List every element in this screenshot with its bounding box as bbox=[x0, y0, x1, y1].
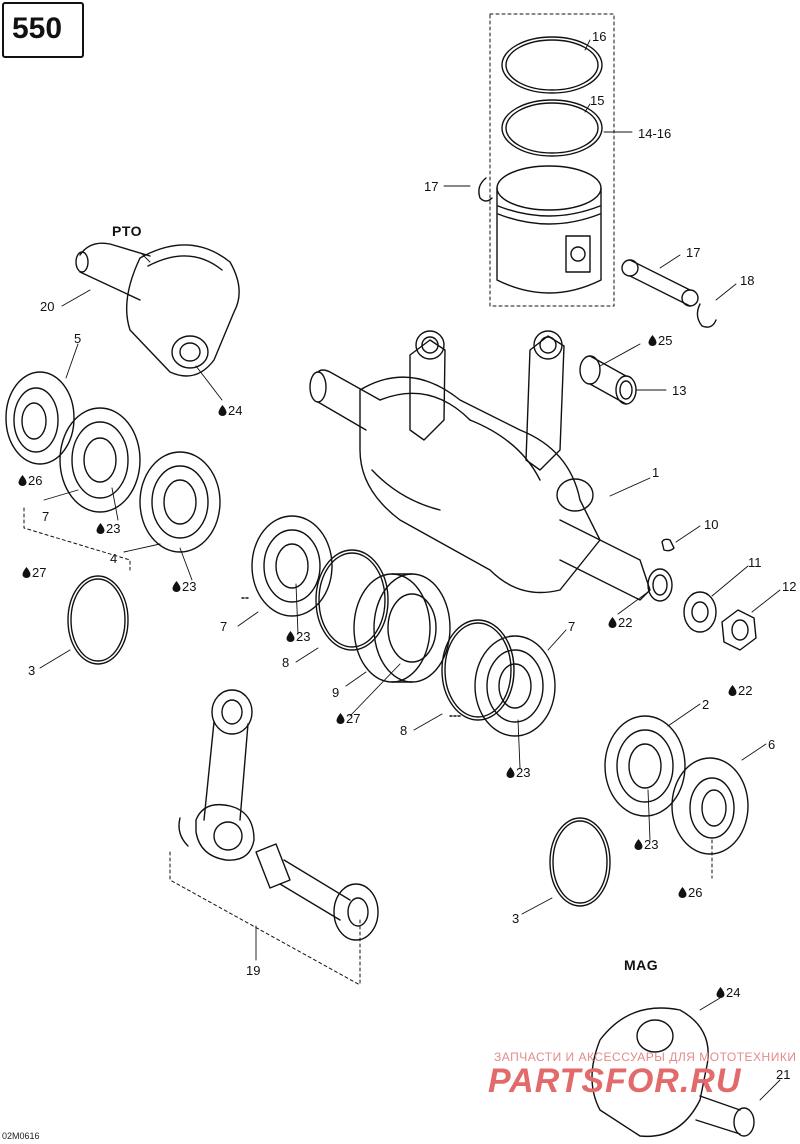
needle-bearing-13 bbox=[579, 355, 637, 405]
callout-27-mid: 27 bbox=[336, 712, 360, 725]
oil-seal-5 bbox=[5, 371, 75, 465]
callout-6: 6 bbox=[768, 737, 776, 752]
oil-seal-6 bbox=[671, 757, 749, 855]
callout-13: 13 bbox=[672, 383, 687, 398]
center-bearing-9 bbox=[353, 573, 451, 683]
callout-17-pin: 17 bbox=[686, 245, 701, 260]
callout-8-b: 8 bbox=[400, 723, 408, 738]
o-ring-3-left bbox=[67, 575, 129, 665]
oil-drop-icon bbox=[678, 887, 687, 898]
piston bbox=[496, 165, 602, 294]
callout-2: 2 bbox=[702, 697, 710, 712]
oil-drop-icon bbox=[648, 335, 657, 346]
callout-11: 11 bbox=[748, 555, 762, 570]
washer-11 bbox=[683, 591, 717, 633]
oil-drop-icon bbox=[96, 523, 105, 534]
callout-12: 12 bbox=[782, 579, 797, 594]
callout-19: 19 bbox=[246, 963, 261, 978]
oil-drop-icon bbox=[336, 713, 345, 724]
callout-16: 16 bbox=[592, 29, 607, 44]
callout-26-right: 26 bbox=[678, 886, 702, 899]
crankshaft-assembly bbox=[309, 330, 673, 602]
piston-pin bbox=[621, 259, 699, 307]
callout-24-bottom: 24 bbox=[716, 986, 740, 999]
ring-8-a bbox=[315, 549, 389, 651]
callout-27-left: 27 bbox=[22, 566, 46, 579]
piston-ring-15 bbox=[501, 99, 603, 157]
callout-21: 21 bbox=[776, 1067, 791, 1082]
callout-1: 1 bbox=[652, 465, 660, 480]
model-number: 550 bbox=[12, 12, 63, 45]
callout-7-mid: 7 bbox=[220, 619, 228, 634]
callout-22-b: 22 bbox=[728, 684, 752, 697]
pto-crank-half bbox=[75, 242, 240, 377]
connecting-rod-kit-19 bbox=[169, 689, 379, 986]
bearing-4 bbox=[139, 451, 221, 553]
o-ring-3-right bbox=[549, 817, 611, 907]
callout-20: 20 bbox=[40, 299, 55, 314]
circlip-17 bbox=[478, 177, 493, 202]
callout-26-left: 26 bbox=[18, 474, 42, 487]
callout-9: 9 bbox=[332, 685, 340, 700]
piston-ring-16 bbox=[501, 36, 603, 94]
callout-17-circlip: 17 bbox=[424, 179, 439, 194]
callout-24-top: 24 bbox=[218, 404, 242, 417]
circlip-18 bbox=[696, 303, 717, 328]
oil-drop-icon bbox=[506, 767, 515, 778]
oil-drop-icon bbox=[218, 405, 227, 416]
oil-drop-icon bbox=[716, 987, 725, 998]
mag-label: MAG bbox=[624, 957, 659, 973]
bearing-7-left bbox=[59, 407, 141, 513]
bearing-7-right bbox=[474, 635, 556, 737]
callout-23-b: 23 bbox=[172, 580, 196, 593]
callout-5: 5 bbox=[74, 331, 82, 346]
key-10 bbox=[661, 538, 675, 552]
ring-8-b bbox=[441, 619, 515, 721]
callout-4: 4 bbox=[110, 551, 118, 566]
callout-23-d: 23 bbox=[506, 766, 530, 779]
callout-3-right: 3 bbox=[512, 911, 520, 926]
oil-drop-icon bbox=[18, 475, 27, 486]
mag-crank-half bbox=[591, 1007, 755, 1138]
callout-7-right: 7 bbox=[568, 619, 576, 634]
oil-drop-icon bbox=[286, 631, 295, 642]
callout-23-c: 23 bbox=[286, 630, 310, 643]
oil-drop-icon bbox=[608, 617, 617, 628]
oil-drop-icon bbox=[728, 685, 737, 696]
callout-25: 25 bbox=[648, 334, 672, 347]
callout-7-left: 7 bbox=[42, 509, 50, 524]
callout-14-16: 14-16 bbox=[638, 126, 672, 141]
callout-23-e: 23 bbox=[634, 838, 658, 851]
callout-8-a: 8 bbox=[282, 655, 290, 670]
model-number-box: 550 bbox=[2, 2, 84, 58]
watermark-tagline: ЗАПЧАСТИ И АКСЕССУАРЫ ДЛЯ МОТОТЕХНИКИ bbox=[494, 1050, 797, 1064]
bracket-27-left bbox=[23, 507, 131, 571]
pto-label: PTO bbox=[112, 223, 143, 239]
oil-drop-icon bbox=[22, 567, 31, 578]
bearing-2 bbox=[604, 715, 686, 817]
piston-kit-box bbox=[489, 13, 615, 307]
oil-drop-icon bbox=[634, 839, 643, 850]
oil-drop-icon bbox=[172, 581, 181, 592]
callout-23-a: 23 bbox=[96, 522, 120, 535]
watermark-logo: PARTSFOR.RU bbox=[488, 1062, 742, 1100]
nut-12 bbox=[721, 609, 757, 651]
callout-18: 18 bbox=[740, 273, 755, 288]
callout-3-left: 3 bbox=[28, 663, 36, 678]
drawing-code: 02M0616 bbox=[2, 1131, 40, 1141]
callout-22-a: 22 bbox=[608, 616, 632, 629]
callout-10: 10 bbox=[704, 517, 719, 532]
bearing-7-mid bbox=[251, 515, 333, 617]
callout-15: 15 bbox=[590, 93, 605, 108]
